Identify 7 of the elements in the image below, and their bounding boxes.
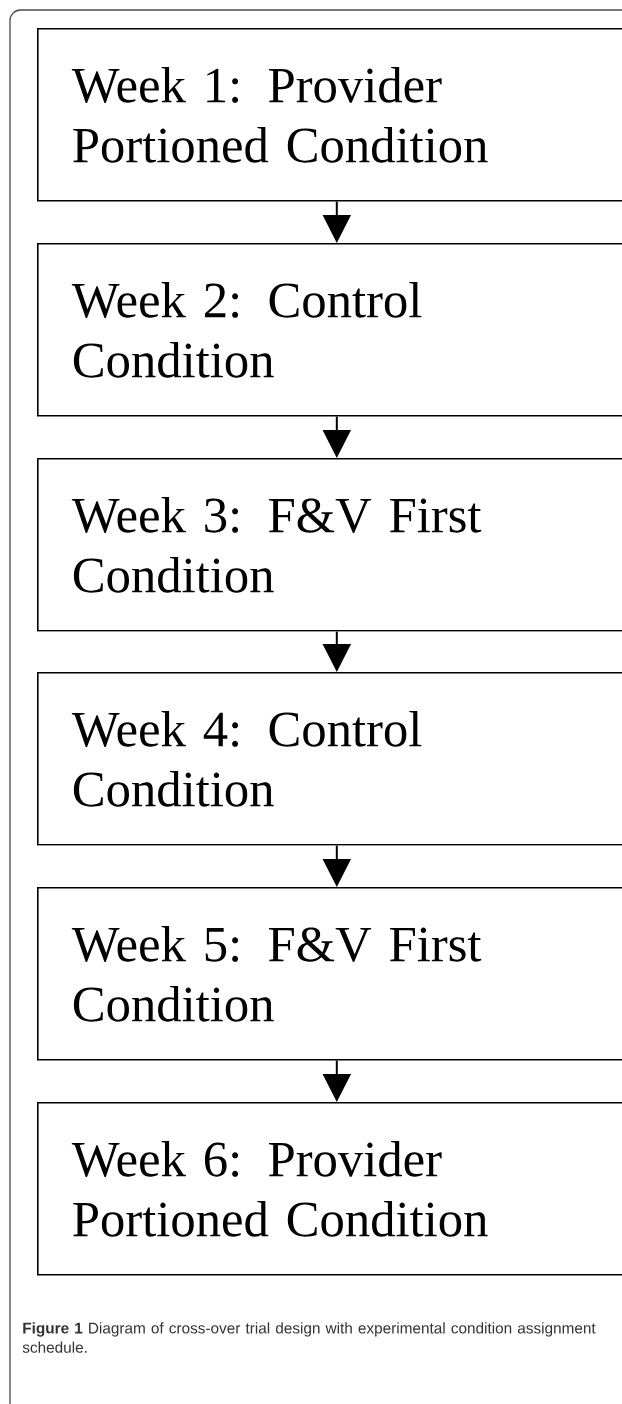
process-box: Week 5: F&V First Condition bbox=[37, 887, 622, 1061]
process-box: Week 3: F&V First Condition bbox=[37, 458, 622, 632]
process-box: Week 6: Provider Portioned Condition bbox=[37, 1102, 622, 1276]
process-box: Week 2: Control Condition bbox=[37, 243, 622, 417]
figure-caption: Figure 1 Diagram of cross-over trial design with experimental condition assignment schedule. bbox=[22, 1322, 596, 1353]
process-box: Week 4: Control Condition bbox=[37, 672, 622, 846]
process-box: Week 1: Provider Portioned Condition bbox=[37, 28, 622, 202]
